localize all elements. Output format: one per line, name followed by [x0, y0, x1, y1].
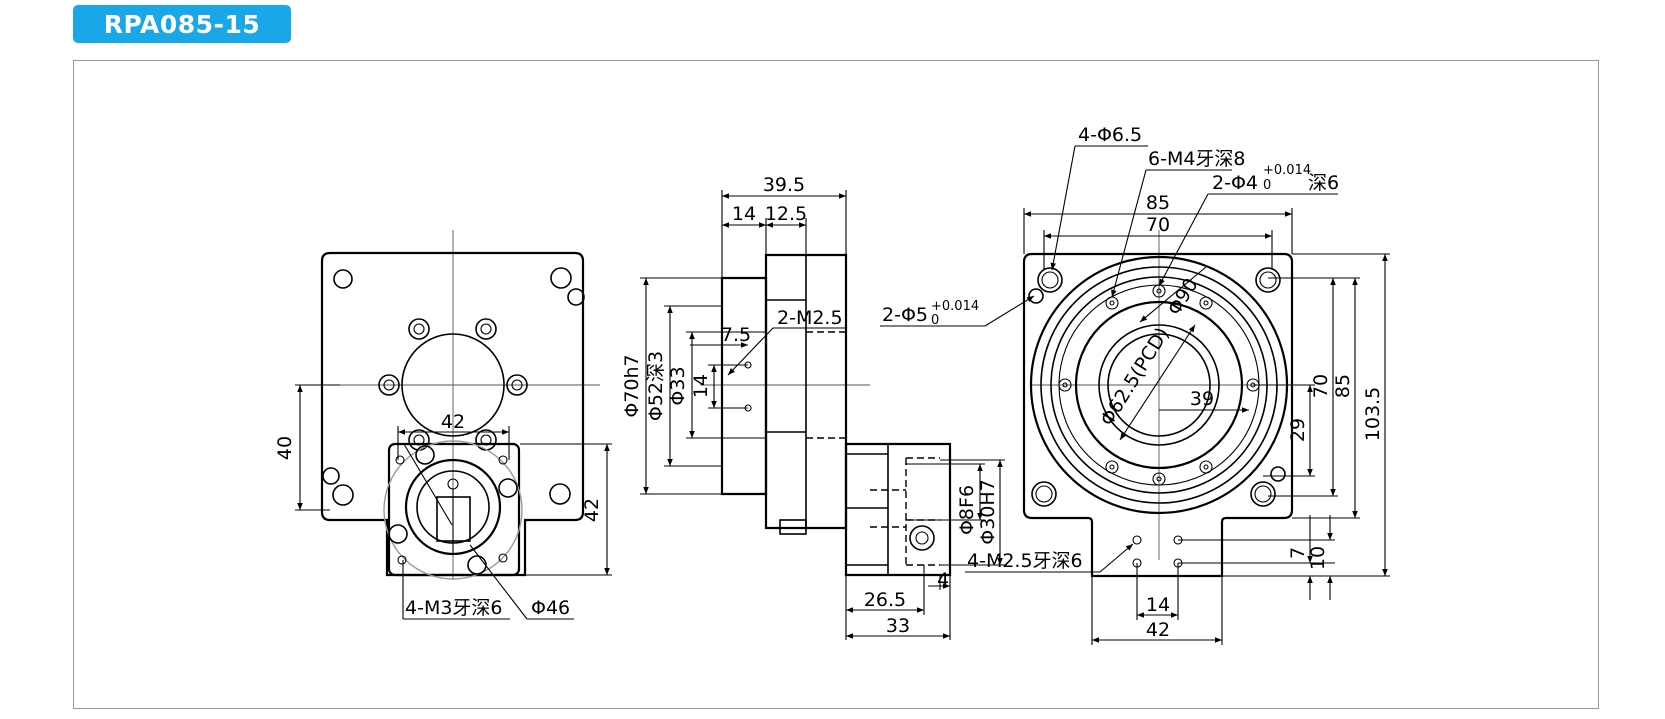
label-2-phi5: 2-Φ5	[882, 304, 928, 326]
dim-12-5: 12.5	[765, 203, 807, 225]
side-view	[640, 190, 1005, 640]
dim-42-bottom: 42	[1146, 619, 1170, 641]
label-2-phi4-tol-lower: 0	[1263, 178, 1271, 193]
label-2-phi4-depth: 深6	[1308, 172, 1339, 194]
dim-7: 7	[1287, 547, 1309, 559]
label-6-m4: 6-M4牙深8	[1148, 148, 1246, 170]
dim-phi8f6: Φ8F6	[956, 485, 978, 535]
dim-85-right: 85	[1332, 374, 1354, 398]
drawing-frame	[73, 60, 1599, 709]
label-2-phi5-tol-lower: 0	[931, 313, 939, 328]
dim-42-right: 42	[581, 498, 603, 522]
dim-phi33: Φ33	[667, 366, 689, 405]
dim-39-5: 39.5	[763, 174, 805, 196]
dim-phi52: Φ52深3	[645, 351, 667, 421]
model-title: RPA085-15	[73, 5, 291, 43]
dim-39: 39	[1190, 388, 1214, 410]
label-2-phi4-tol-upper: +0.014	[1263, 163, 1311, 178]
label-2-m2-5: 2-M2.5	[777, 307, 843, 329]
label-2-phi4: 2-Φ4	[1212, 172, 1258, 194]
dim-70-top: 70	[1146, 214, 1170, 236]
dim-85-top: 85	[1146, 192, 1170, 214]
dim-14: 14	[732, 203, 756, 225]
label-4-m2-5: 4-M2.5牙深6	[967, 550, 1083, 572]
label-4-phi6-5: 4-Φ6.5	[1078, 124, 1142, 146]
dim-26-5: 26.5	[864, 589, 906, 611]
label-4-m3: 4-M3牙深6	[405, 597, 503, 619]
front-view	[295, 230, 612, 620]
dim-phi90: Φ90	[1163, 274, 1202, 319]
dim-42-top: 42	[441, 411, 465, 433]
dim-103-5: 103.5	[1362, 387, 1384, 441]
top-view	[880, 145, 1390, 645]
dim-14-vertical: 14	[690, 374, 712, 398]
dim-40: 40	[274, 436, 296, 460]
dim-4: 4	[937, 569, 949, 591]
dim-10: 10	[1307, 546, 1329, 570]
dim-29: 29	[1287, 418, 1309, 442]
dim-phi30h7: Φ30H7	[977, 479, 999, 545]
dim-70-right: 70	[1310, 374, 1332, 398]
dim-14-bottom: 14	[1146, 594, 1170, 616]
dim-33: 33	[886, 615, 910, 637]
dim-phi70h7: Φ70h7	[621, 354, 643, 417]
dim-7-5: 7.5	[721, 324, 751, 346]
label-2-phi5-tol-upper: +0.014	[931, 299, 979, 314]
label-phi46: Φ46	[531, 597, 570, 619]
